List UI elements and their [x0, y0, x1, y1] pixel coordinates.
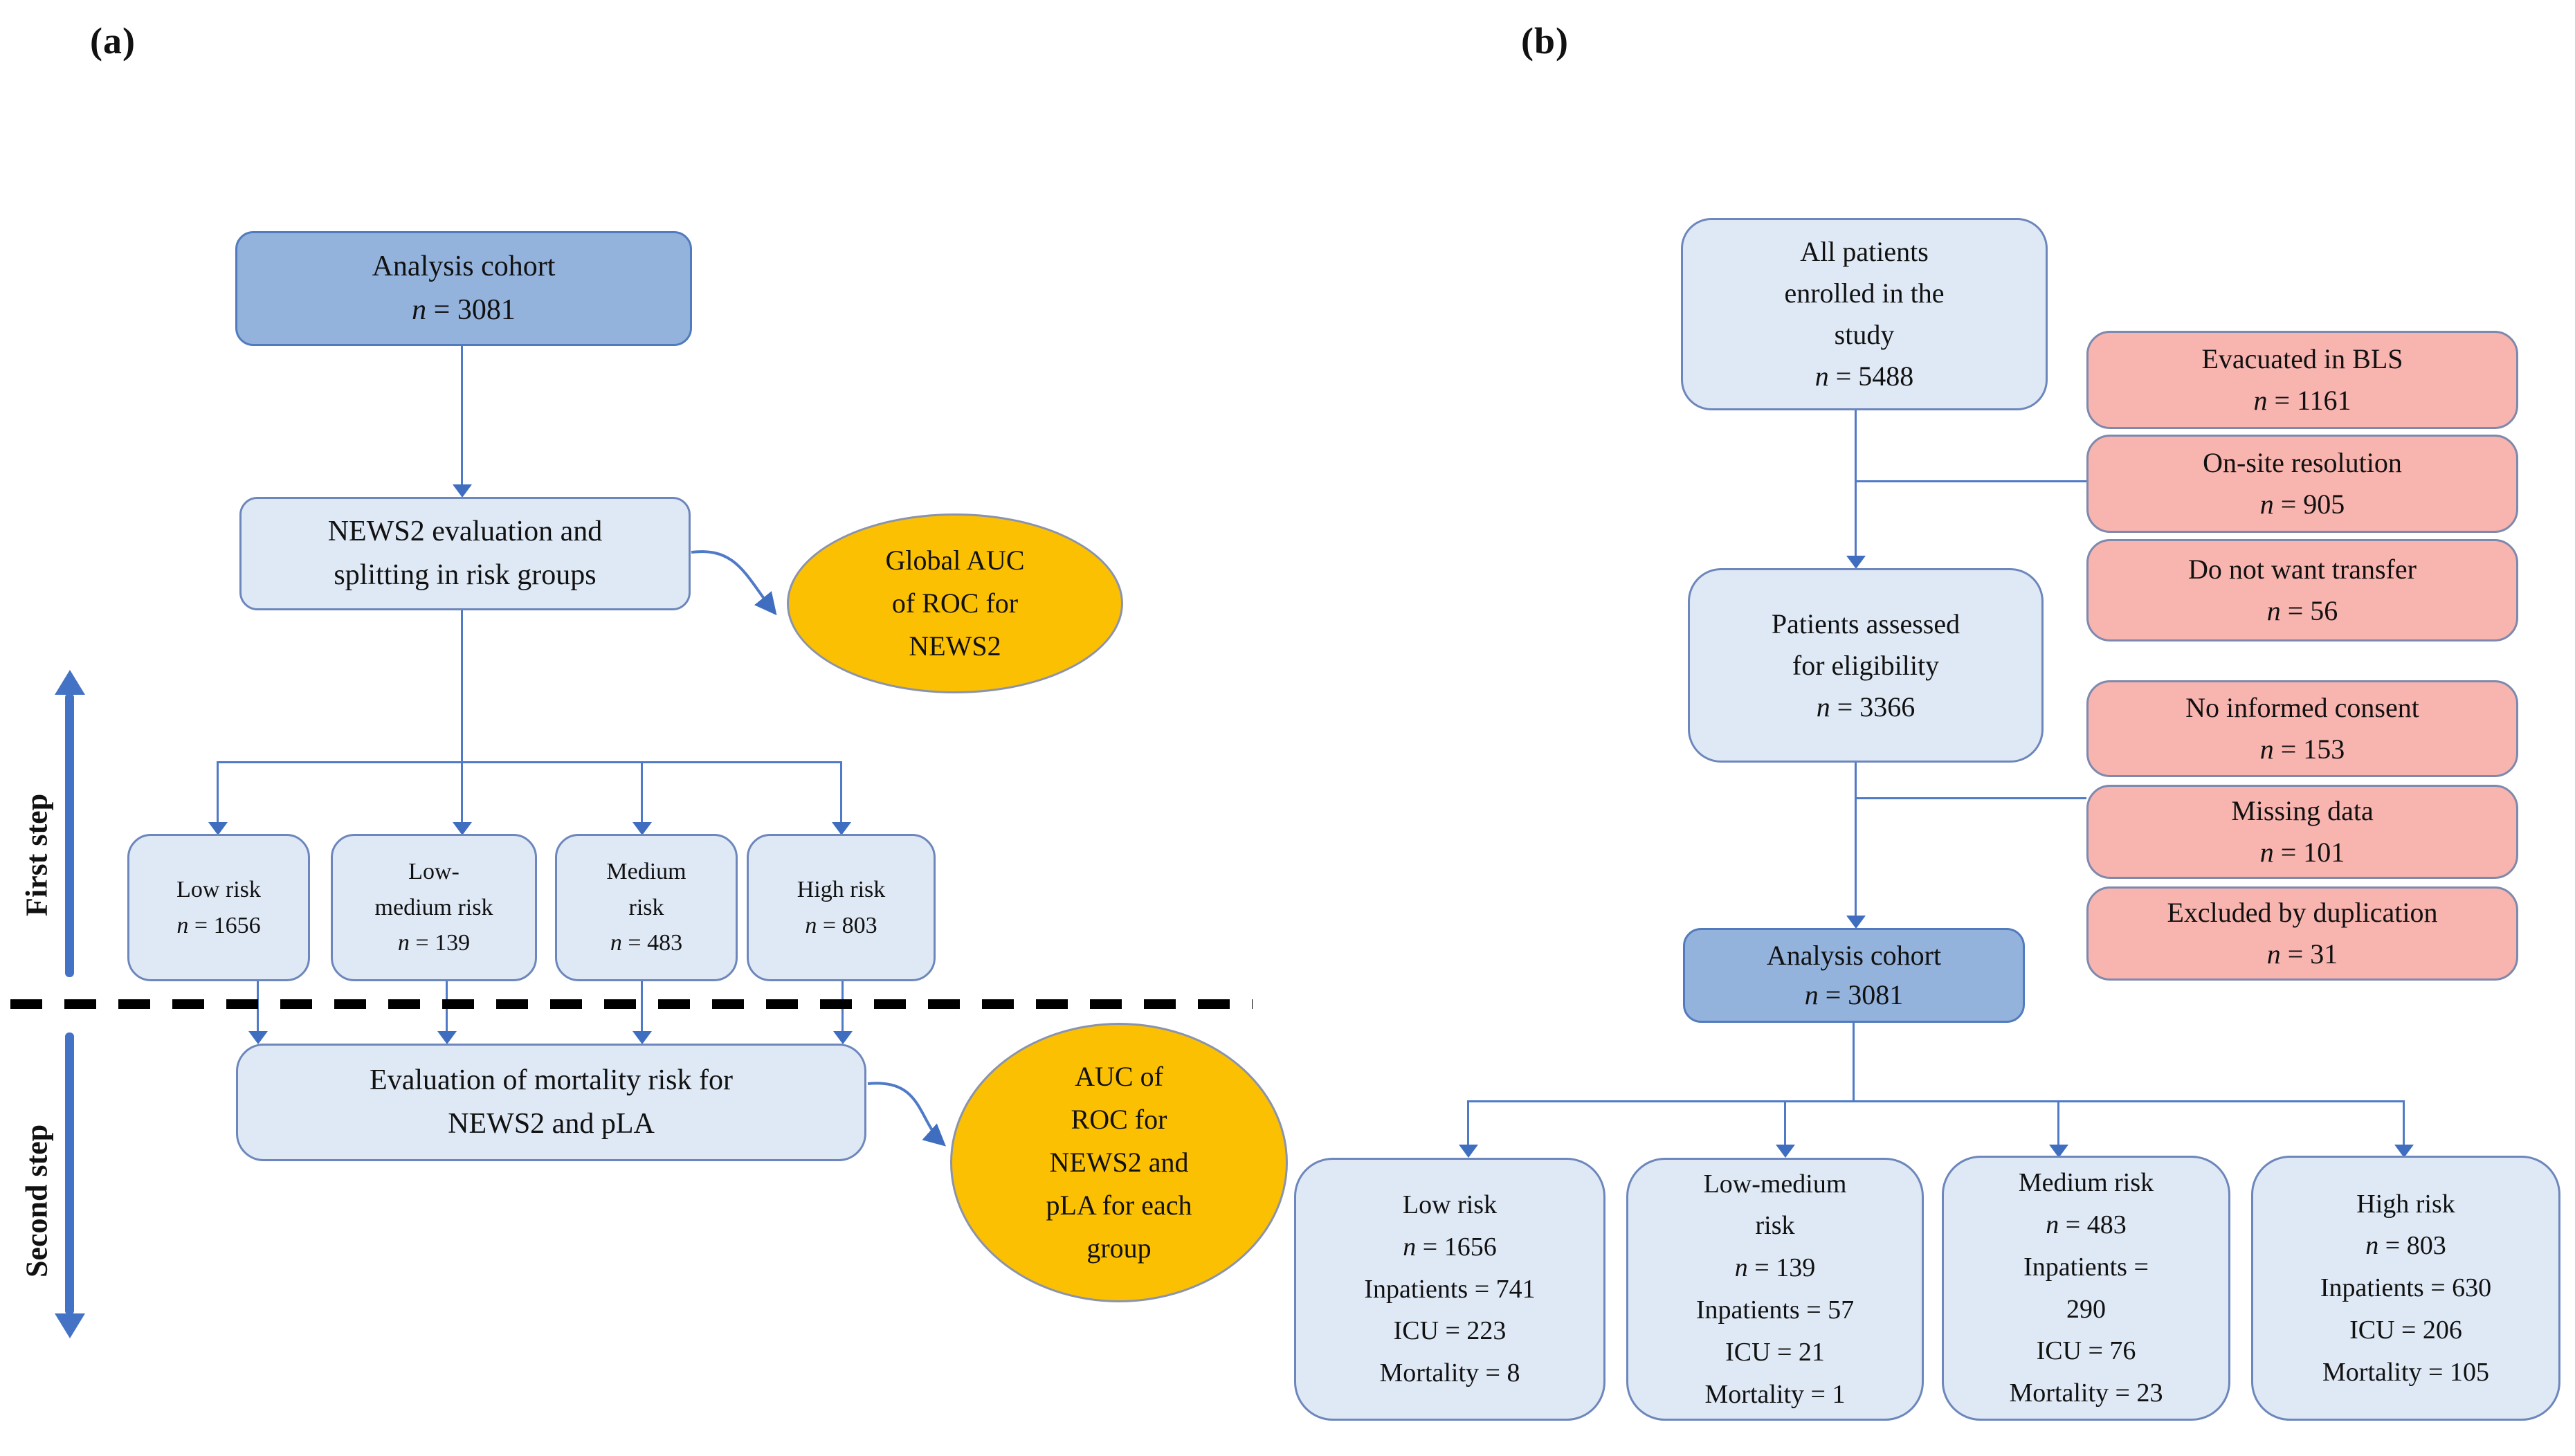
arrowhead-b-medium [2049, 1145, 2068, 1158]
arrowhead-a-medium [633, 822, 652, 835]
second-step-arrowhead-down [55, 1313, 85, 1338]
arrowhead-a-eval-2 [437, 1031, 457, 1044]
arrowhead-a-lowmedium [453, 822, 472, 835]
first-step-arrow-line [65, 693, 74, 977]
first-step-label: First step [19, 793, 54, 916]
connector-b-trunk-2 [1855, 763, 1857, 917]
curve-eval-to-auc-each-group [867, 1082, 946, 1147]
panel-b-label: (b) [1521, 20, 1569, 62]
connector-a-trunk [461, 610, 463, 823]
arrowhead-b-lowmedium [1776, 1145, 1795, 1158]
connector-a-distribution [218, 761, 842, 763]
connector-b-branch-exclusions-2 [1855, 797, 2086, 799]
curve-news2-to-global-auc [691, 550, 777, 616]
arrowhead-a-eval-4 [833, 1031, 853, 1044]
connector-b-branch-low [1467, 1100, 1469, 1146]
connector-b-branch-medium [2057, 1100, 2059, 1146]
connector-b-branch-exclusions-1 [1855, 480, 2086, 482]
arrowhead-a-high [832, 822, 851, 835]
connector-a-branch-medium [641, 761, 643, 823]
connector-a-branch-high [840, 761, 842, 823]
arrowhead-a-news2 [453, 484, 472, 498]
arrowhead-a-low [208, 822, 228, 835]
second-step-arrow-line [65, 1032, 74, 1315]
arrowhead-b-high [2394, 1145, 2414, 1158]
connector-b-trunk-1 [1855, 410, 1857, 557]
panel-a-label: (a) [90, 20, 136, 62]
connector-a-cohort-to-news2 [461, 346, 463, 486]
arrowhead-a-eval-3 [633, 1031, 652, 1044]
connector-b-trunk-3 [1853, 1023, 1855, 1102]
step-separator-dashed-line [10, 999, 1253, 1009]
connector-b-branch-lowmedium [1784, 1100, 1786, 1146]
second-step-label: Second step [19, 1124, 54, 1277]
arrowhead-b-low [1459, 1145, 1478, 1158]
arrowhead-b-assessed [1846, 556, 1866, 569]
arrowhead-a-eval-1 [248, 1031, 268, 1044]
connector-b-distribution [1468, 1100, 2405, 1102]
connector-a-branch-low [217, 761, 219, 823]
arrowhead-b-analysis-cohort [1846, 916, 1866, 929]
connector-b-branch-high [2403, 1100, 2405, 1146]
first-step-arrowhead-up [55, 670, 85, 695]
